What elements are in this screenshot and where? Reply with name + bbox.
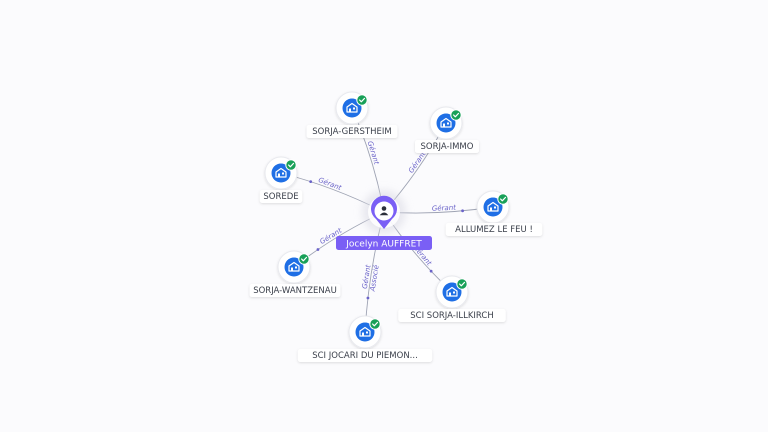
building-icon <box>346 102 358 113</box>
edge-arrow-icon <box>429 269 433 273</box>
company-label-pill <box>297 349 433 362</box>
company-label: SOREDE <box>263 192 298 202</box>
person-label-pill <box>336 236 432 250</box>
building-icon <box>487 201 499 212</box>
person-icon <box>379 206 389 216</box>
person-node[interactable]: Jocelyn AUFFRET <box>336 190 432 250</box>
building-icon <box>359 326 371 337</box>
company-label: SORJA-WANTZENAU <box>253 286 337 296</box>
company-node-sorja-gerstheim[interactable]: SORJA-GERSTHEIM <box>306 91 398 138</box>
edge-arrow-icon <box>316 248 320 251</box>
verified-check-icon <box>456 278 468 290</box>
company-node-allumez-le-feu[interactable]: ALLUMEZ LE FEU ! <box>445 190 543 236</box>
edge-role-label: GérantAssocié <box>360 263 380 293</box>
company-label-pill <box>259 190 303 203</box>
edge-arrow-icon <box>366 296 370 300</box>
building-icon <box>288 261 300 272</box>
company-label-pill <box>249 284 341 297</box>
verified-check-icon <box>356 94 368 106</box>
company-label: SCI SORJA-ILLKIRCH <box>410 311 493 321</box>
company-label-pill <box>415 140 479 153</box>
building-icon <box>446 286 458 297</box>
company-label-pill <box>398 309 506 322</box>
company-label-pill <box>445 223 543 236</box>
company-node-sorede[interactable]: SOREDE <box>259 156 303 203</box>
company-label-pill <box>306 125 398 138</box>
company-node-sci-jocari[interactable]: SCI JOCARI DU PIEMON... <box>297 315 433 362</box>
verified-check-icon <box>497 193 509 205</box>
building-icon <box>440 117 452 128</box>
person-name-label: Jocelyn AUFFRET <box>345 239 422 249</box>
company-node-sorja-wantzenau[interactable]: SORJA-WANTZENAU <box>249 250 341 297</box>
company-node-sci-sorja-illkirch[interactable]: SCI SORJA-ILLKIRCH <box>398 275 506 322</box>
company-label: ALLUMEZ LE FEU ! <box>455 225 533 235</box>
verified-check-icon <box>369 318 381 330</box>
edge-role-label: Gérant <box>317 176 343 192</box>
company-label: SORJA-IMMO <box>421 142 474 152</box>
verified-check-icon <box>298 253 310 265</box>
edge-role-label: Gérant <box>432 204 457 213</box>
edge-arrow-icon <box>461 209 464 213</box>
edge-role-label: Gérant <box>366 140 381 166</box>
company-label: SCI JOCARI DU PIEMON... <box>312 351 418 361</box>
building-icon <box>275 167 287 178</box>
edge-arrow-icon <box>309 180 313 184</box>
company-node-sorja-immo[interactable]: SORJA-IMMO <box>415 106 479 153</box>
verified-check-icon <box>450 109 462 121</box>
company-label: SORJA-GERSTHEIM <box>312 127 391 137</box>
edge-role-label: Gérant <box>407 150 427 175</box>
verified-check-icon <box>285 159 297 171</box>
